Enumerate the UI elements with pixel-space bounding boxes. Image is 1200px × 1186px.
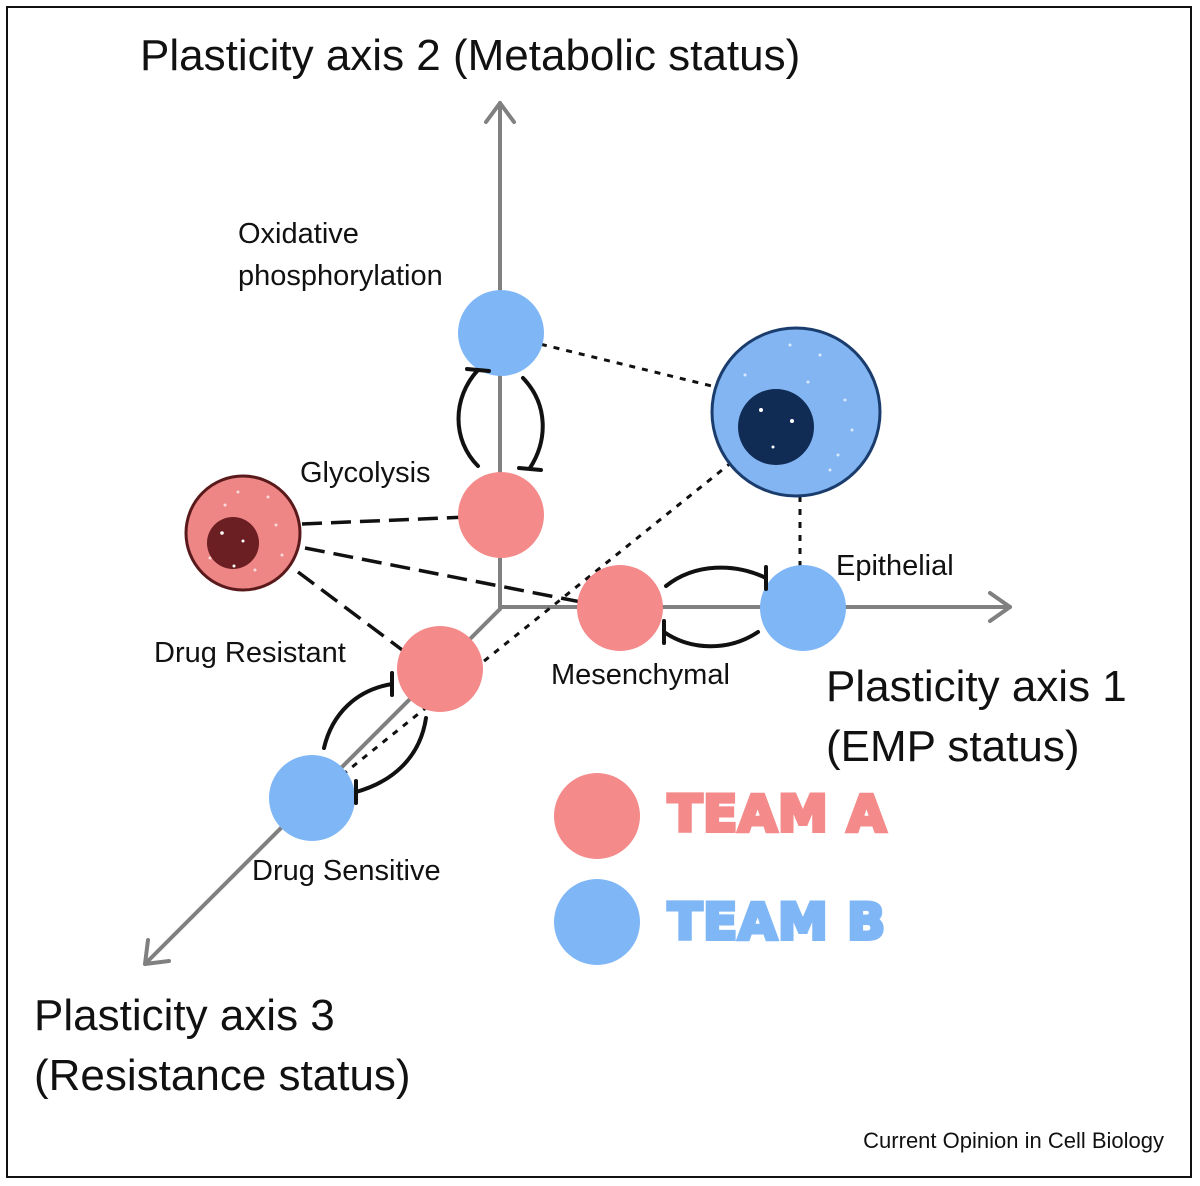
- drug-resistant-label: Drug Resistant: [154, 637, 346, 669]
- axis-1-arrowhead: [988, 591, 1012, 623]
- epithelial-circle: [760, 565, 846, 651]
- drug-sensitive-circle: [269, 755, 355, 841]
- inhibition-mesenchymal-to-epithelial: [664, 565, 768, 588]
- inhibition-sensitive-to-resistant: [322, 682, 394, 750]
- inhibition-epithelial-to-mesenchymal: [662, 630, 760, 649]
- figure-border: [6, 6, 1192, 1178]
- drug-resistant-circle: [397, 626, 483, 712]
- team-a-nucleus: [207, 517, 259, 569]
- team-b-nucleus: [738, 389, 814, 465]
- inhibition-resistant-to-sensitive: [354, 716, 428, 794]
- epithelial-label: Epithelial: [836, 550, 954, 582]
- oxphos-label-line1: Oxidative: [238, 218, 359, 250]
- axis-1-title-line2: (EMP status): [826, 722, 1080, 771]
- drug-sensitive-label: Drug Sensitive: [252, 855, 441, 887]
- axis-1-title-line1: Plasticity axis 1: [826, 662, 1127, 711]
- legend-label-team-a: TEAM A: [666, 783, 888, 845]
- dashed-link-oxphos-teamb: [502, 333, 721, 390]
- glycolysis-label: Glycolysis: [300, 457, 431, 489]
- oxphos-label-line2: phosphorylation: [238, 260, 443, 292]
- inhibition-oxphos-to-glycolysis: [521, 376, 545, 470]
- inhibition-glycolysis-to-oxphos: [456, 368, 480, 468]
- axis-3-arrowhead: [143, 938, 171, 966]
- glycolysis-circle: [458, 472, 544, 558]
- team-a-cell: [184, 474, 302, 592]
- dashed-link-teama-mesenchymal: [304, 546, 623, 612]
- axis-2-arrowhead: [484, 101, 516, 124]
- dashed-link-teamb-sensitive: [315, 460, 733, 798]
- legend-label-team-b: TEAM B: [666, 891, 887, 953]
- mesenchymal-circle: [577, 565, 663, 651]
- axis-3-title-line2: (Resistance status): [34, 1051, 411, 1100]
- source-credit: Current Opinion in Cell Biology: [863, 1128, 1164, 1153]
- legend-swatch-team-b: [554, 879, 640, 965]
- axis-3-title-line1: Plasticity axis 3: [34, 991, 335, 1040]
- axis-2-title: Plasticity axis 2 (Metabolic status): [140, 31, 801, 80]
- inhibition-bar: [517, 466, 543, 472]
- legend-swatch-team-a: [554, 773, 640, 859]
- oxphos-circle: [458, 290, 544, 376]
- mesenchymal-label: Mesenchymal: [551, 659, 730, 691]
- team-b-cell: [710, 326, 882, 498]
- inhibition-bar: [465, 367, 491, 373]
